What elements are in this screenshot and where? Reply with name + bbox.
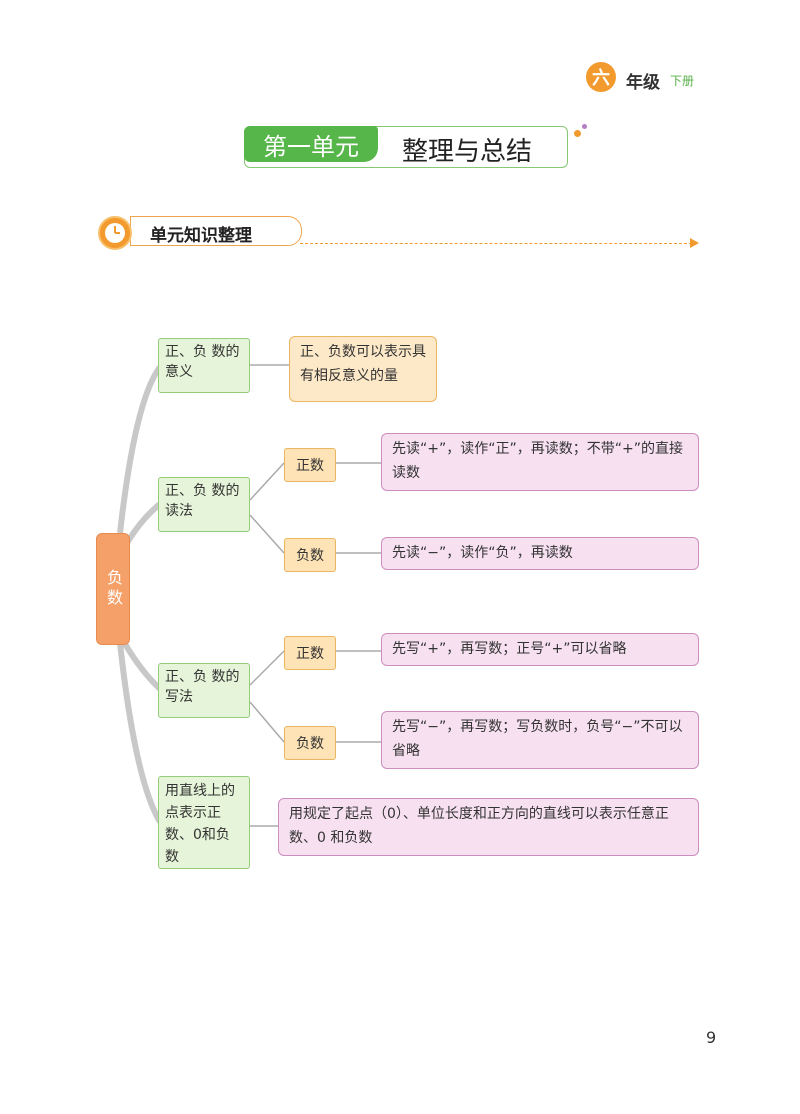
grade-label: 年级 xyxy=(626,73,660,93)
writing-negative-node: 负数 xyxy=(284,726,336,760)
branch-meaning: 正、负 数的意义 xyxy=(158,338,250,393)
writing-positive-leaf: 先写“+”，再写数；正号“+”可以省略 xyxy=(381,633,699,666)
arrow-right-icon xyxy=(690,238,699,248)
branch-writing: 正、负 数的写法 xyxy=(158,663,250,718)
clock-icon xyxy=(98,216,132,250)
writing-negative-leaf: 先写“−”，再写数；写负数时，负号“−”不可以省略 xyxy=(381,711,699,769)
section-dashed-line xyxy=(300,243,692,244)
unit-tag: 第一单元 xyxy=(244,126,378,162)
volume-label: 下册 xyxy=(670,74,695,88)
branch-reading: 正、负 数的读法 xyxy=(158,477,250,532)
page-number: 9 xyxy=(706,1028,717,1047)
reading-negative-node: 负数 xyxy=(284,538,336,572)
unit-title: 整理与总结 xyxy=(402,137,533,167)
grade-badge: 六 xyxy=(586,62,616,92)
branch-number-line: 用直线上的点表示正数、0和负数 xyxy=(158,776,250,869)
section-title: 单元知识整理 xyxy=(150,226,252,246)
leaf-meaning: 正、负数可以表示具有相反意义的量 xyxy=(289,336,437,402)
clock-face-icon xyxy=(105,223,125,243)
number-line-leaf: 用规定了起点（0）、单位长度和正方向的直线可以表示任意正数、0 和负数 xyxy=(278,798,699,856)
reading-positive-node: 正数 xyxy=(284,448,336,482)
writing-positive-node: 正数 xyxy=(284,636,336,670)
reading-positive-leaf: 先读“+”，读作“正”，再读数；不带“+”的直接读数 xyxy=(381,433,699,491)
decor-dot-icon xyxy=(582,124,587,129)
reading-negative-leaf: 先读“−”，读作“负”，再读数 xyxy=(381,537,699,570)
decor-dot-icon xyxy=(574,130,581,137)
mindmap-root: 负数 xyxy=(96,533,130,645)
